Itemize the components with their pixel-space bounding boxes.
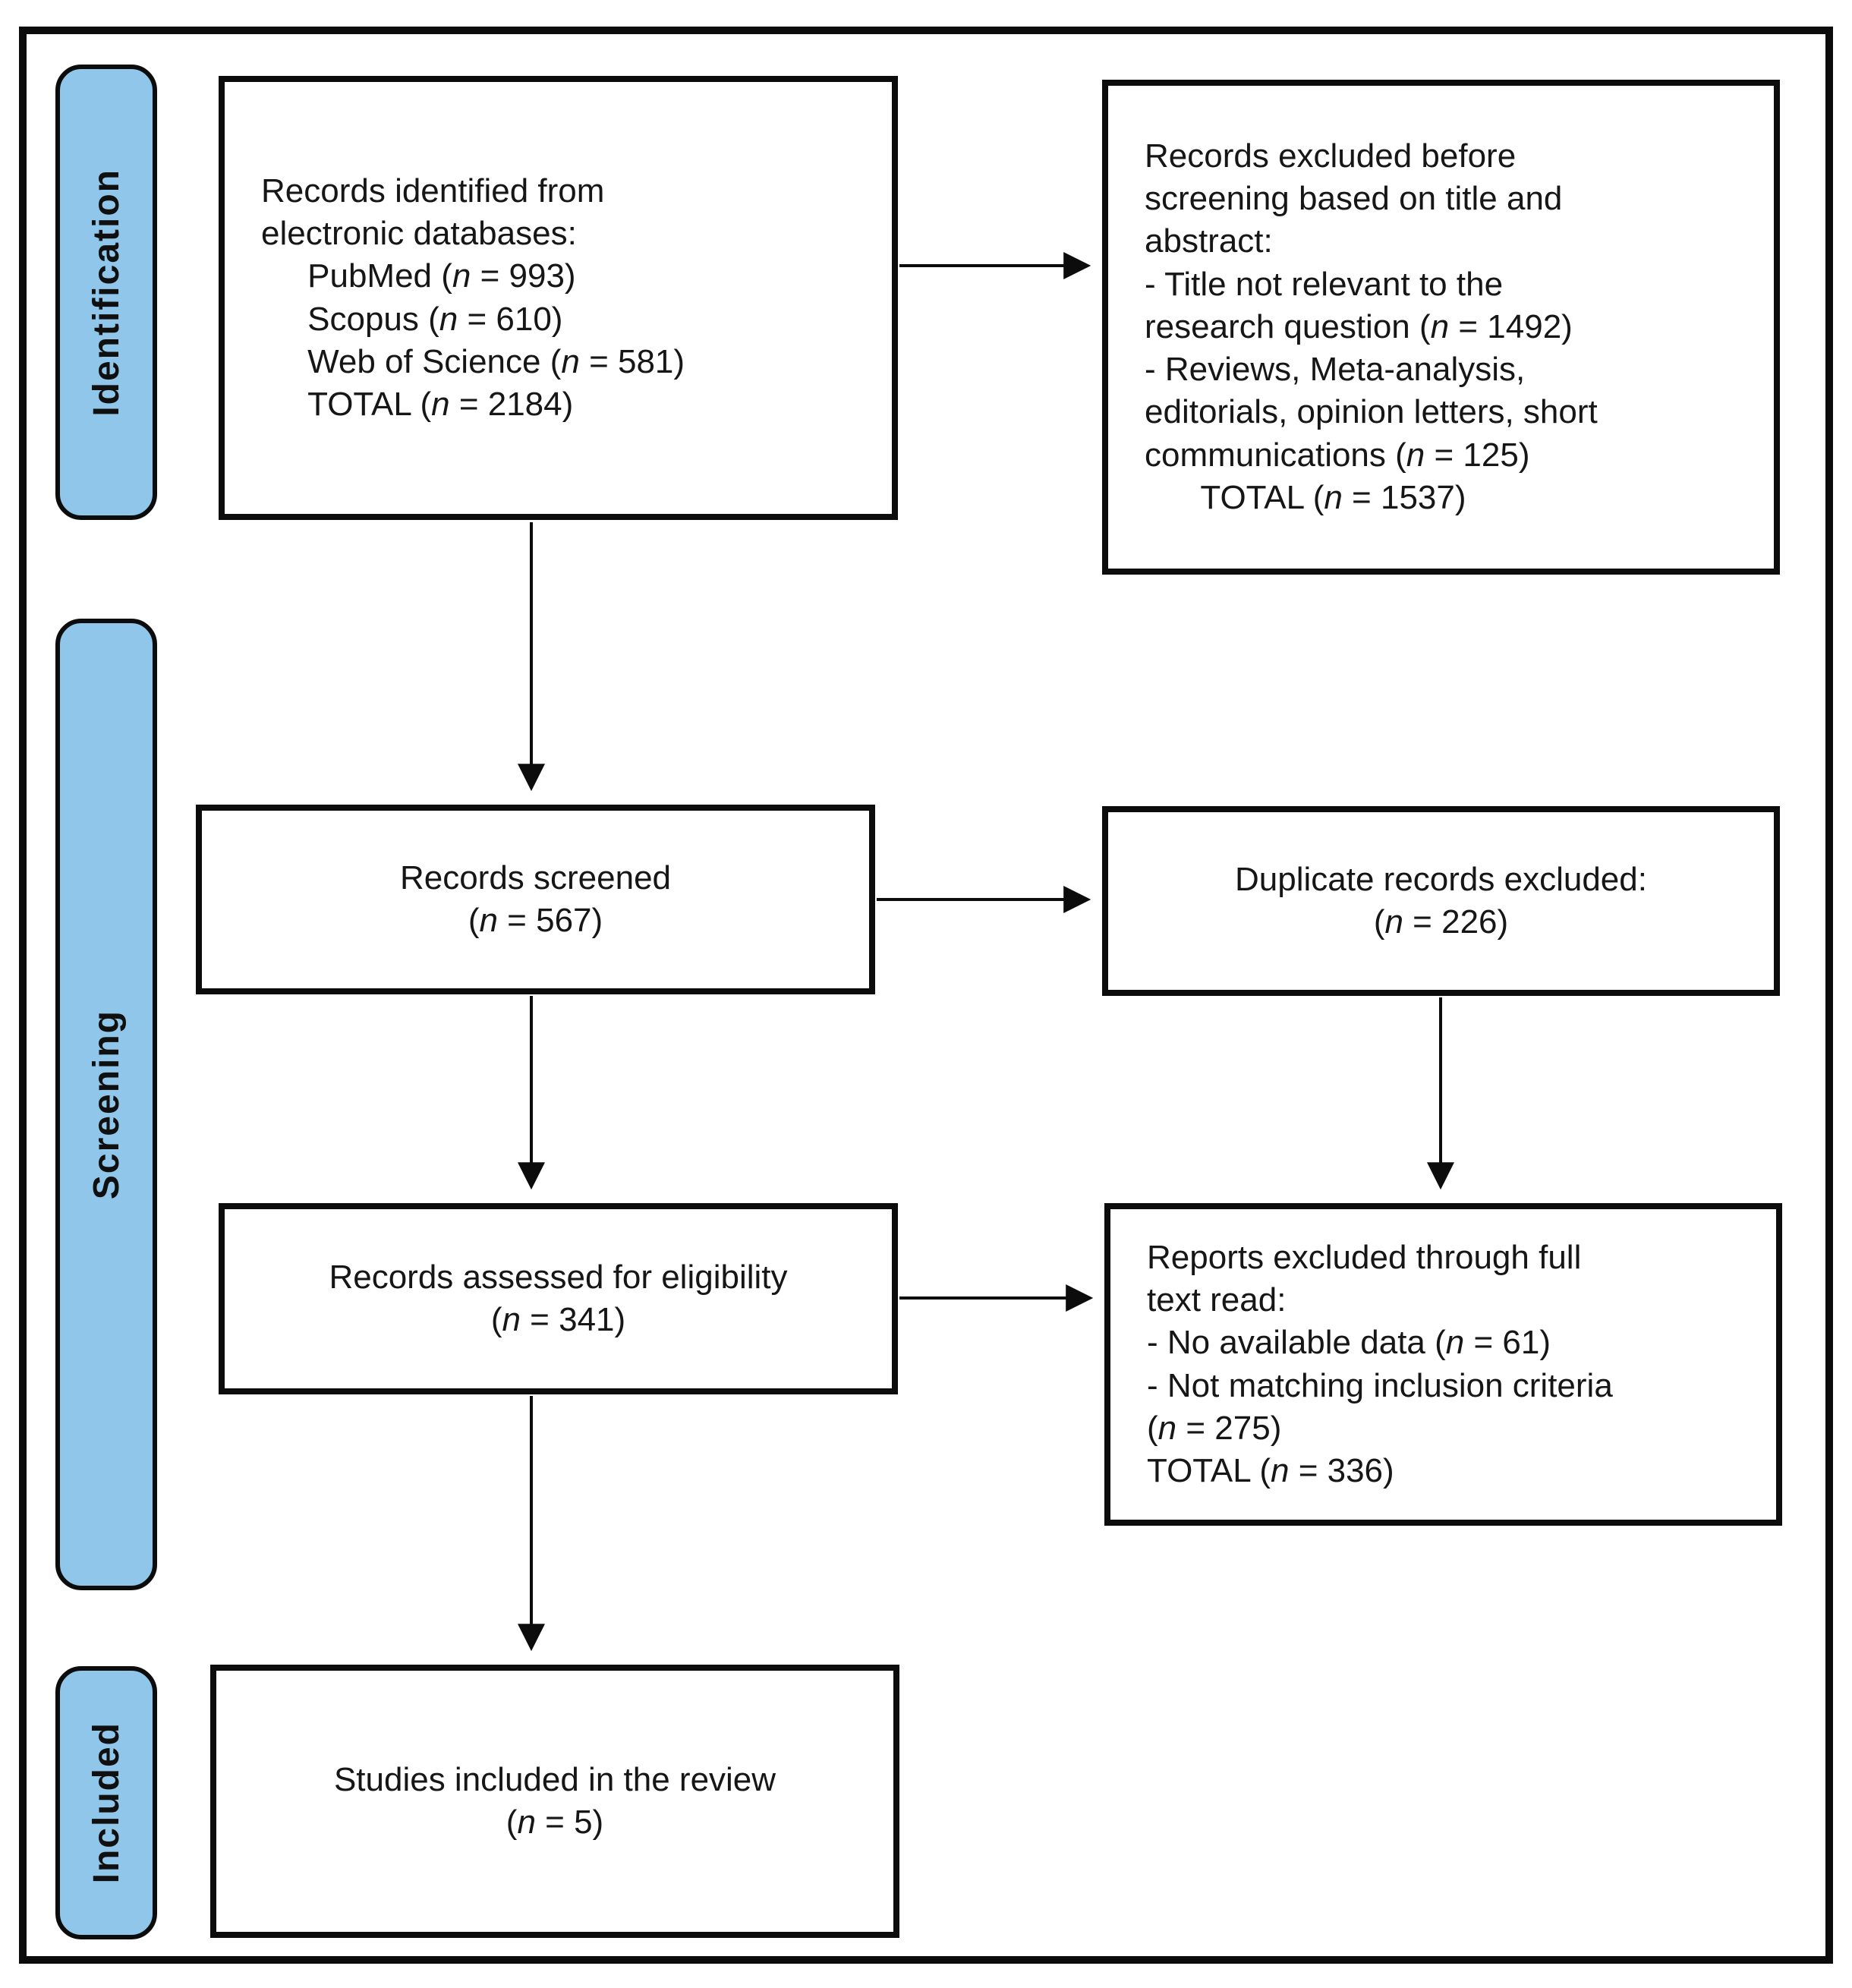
box-duplicates-excluded: Duplicate records excluded: (n = 226) — [1102, 806, 1780, 996]
box-records-excluded-before-screening: Records excluded before screening based … — [1102, 80, 1780, 575]
box-studies-included: Studies included in the review (n = 5) — [210, 1665, 899, 1938]
stage-label-included: Included — [86, 1722, 127, 1884]
box-records-assessed: Records assessed for eligibility (n = 34… — [219, 1203, 898, 1394]
stage-pill-screening: Screening — [55, 619, 157, 1590]
stage-pill-included: Included — [55, 1666, 157, 1939]
stage-pill-identification: Identification — [55, 65, 157, 520]
box-records-assessed-text: Records assessed for eligibility (n = 34… — [329, 1258, 788, 1338]
box-records-screened: Records screened (n = 567) — [196, 805, 875, 994]
box-records-screened-text: Records screened (n = 567) — [399, 859, 672, 939]
stage-label-identification: Identification — [86, 168, 127, 417]
box-records-identified: Records identified from electronic datab… — [219, 76, 898, 520]
box-reports-excluded-full-text-text: Reports excluded through full text read:… — [1147, 1238, 1613, 1490]
box-records-excluded-before-screening-text: Records excluded before screening based … — [1145, 137, 1598, 517]
stage-label-screening: Screening — [86, 1009, 127, 1200]
box-duplicates-excluded-text: Duplicate records excluded: (n = 226) — [1235, 860, 1647, 940]
box-studies-included-text: Studies included in the review (n = 5) — [333, 1760, 776, 1841]
box-reports-excluded-full-text: Reports excluded through full text read:… — [1104, 1203, 1782, 1526]
box-records-identified-text: Records identified from electronic datab… — [261, 172, 685, 424]
